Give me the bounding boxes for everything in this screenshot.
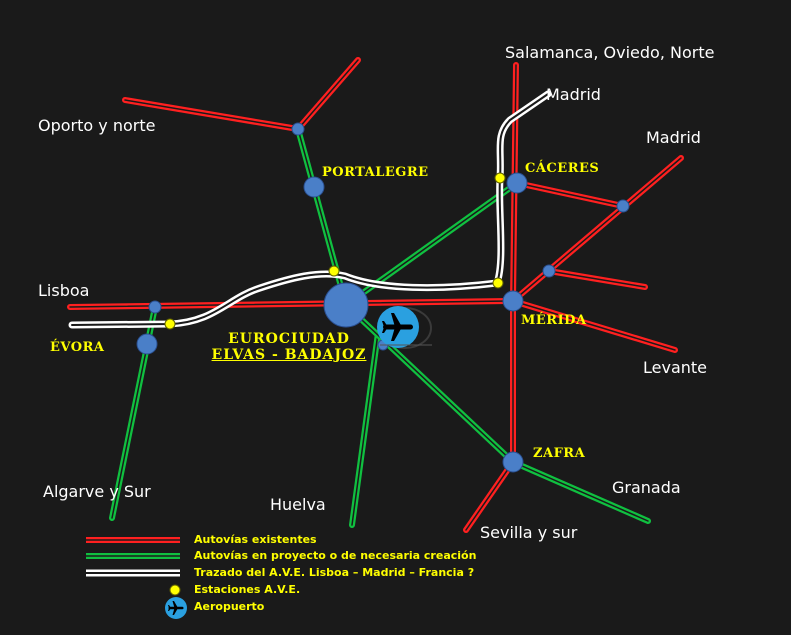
autovia-oporto	[122, 97, 301, 132]
eurociudad-line1: EUROCIUDAD	[228, 331, 350, 347]
legend-autovias: Autovías existentes	[194, 533, 317, 546]
label-evora: ÉVORA	[50, 340, 105, 355]
node-zafra	[502, 451, 524, 473]
ave-station-icon	[494, 172, 506, 184]
label-madrid-road: Madrid	[646, 128, 701, 147]
road-nodes	[136, 122, 630, 473]
legend-proyecto: Autovías en proyecto o de necesaria crea…	[194, 549, 477, 562]
label-merida: MÉRIDA	[521, 313, 587, 328]
label-lisboa: Lisboa	[38, 281, 90, 300]
node-portalegre	[303, 176, 325, 198]
label-granada: Granada	[612, 478, 681, 497]
label-madrid-ave: Madrid	[546, 85, 601, 104]
label-salamanca: Salamanca, Oviedo, Norte	[505, 43, 715, 62]
node-oporto-junction	[291, 122, 305, 136]
proyecto-zafra-granada	[510, 459, 651, 524]
node-evora	[136, 333, 158, 355]
ave-station-icon	[169, 584, 181, 596]
autovia-levante	[510, 298, 678, 353]
ave-station-icon	[328, 265, 340, 277]
legend-symbols	[86, 537, 187, 619]
label-oporto: Oporto y norte	[38, 116, 156, 135]
eurociudad-line2: ELVAS - BADAJOZ	[211, 347, 367, 363]
airplane-icon	[377, 306, 432, 349]
ave-station-icon	[492, 277, 504, 289]
node-caceres	[506, 172, 528, 194]
label-eurociudad: EUROCIUDAD ELVAS - BADAJOZ	[196, 331, 382, 363]
autovia-lisboa-merida	[67, 298, 516, 310]
ave-stations	[164, 172, 506, 330]
node-lisboa-junction	[148, 300, 162, 314]
legend-ave: Trazado del A.V.E. Lisboa – Madrid – Fra…	[194, 566, 475, 579]
autovia-este	[546, 268, 648, 290]
label-sevilla: Sevilla y sur	[480, 523, 578, 542]
autovia-oporto-ne	[295, 57, 361, 132]
ave-station-icon	[164, 318, 176, 330]
legend-estaciones: Estaciones A.V.E.	[194, 583, 301, 596]
label-levante: Levante	[643, 358, 708, 377]
autovia-caceres-este	[514, 180, 626, 209]
node-east-2	[542, 264, 556, 278]
node-badajoz	[323, 282, 369, 328]
label-portalegre: PORTALEGRE	[322, 165, 429, 180]
node-merida	[502, 290, 524, 312]
proyecto-badajoz-huelva	[349, 330, 381, 528]
airplane-icon	[165, 597, 187, 619]
legend-aeropuerto: Aeropuerto	[194, 600, 265, 613]
autovias-existentes	[67, 57, 684, 533]
proyecto-badajoz-zafra	[343, 302, 516, 465]
label-algarve: Algarve y Sur	[43, 482, 151, 501]
label-huelva: Huelva	[270, 495, 326, 514]
node-east-1	[616, 199, 630, 213]
autovia-zafra-sevilla	[463, 459, 516, 533]
label-zafra: ZAFRA	[533, 446, 586, 461]
autovia-madrid	[510, 155, 684, 304]
label-caceres: CÁCERES	[525, 161, 600, 176]
